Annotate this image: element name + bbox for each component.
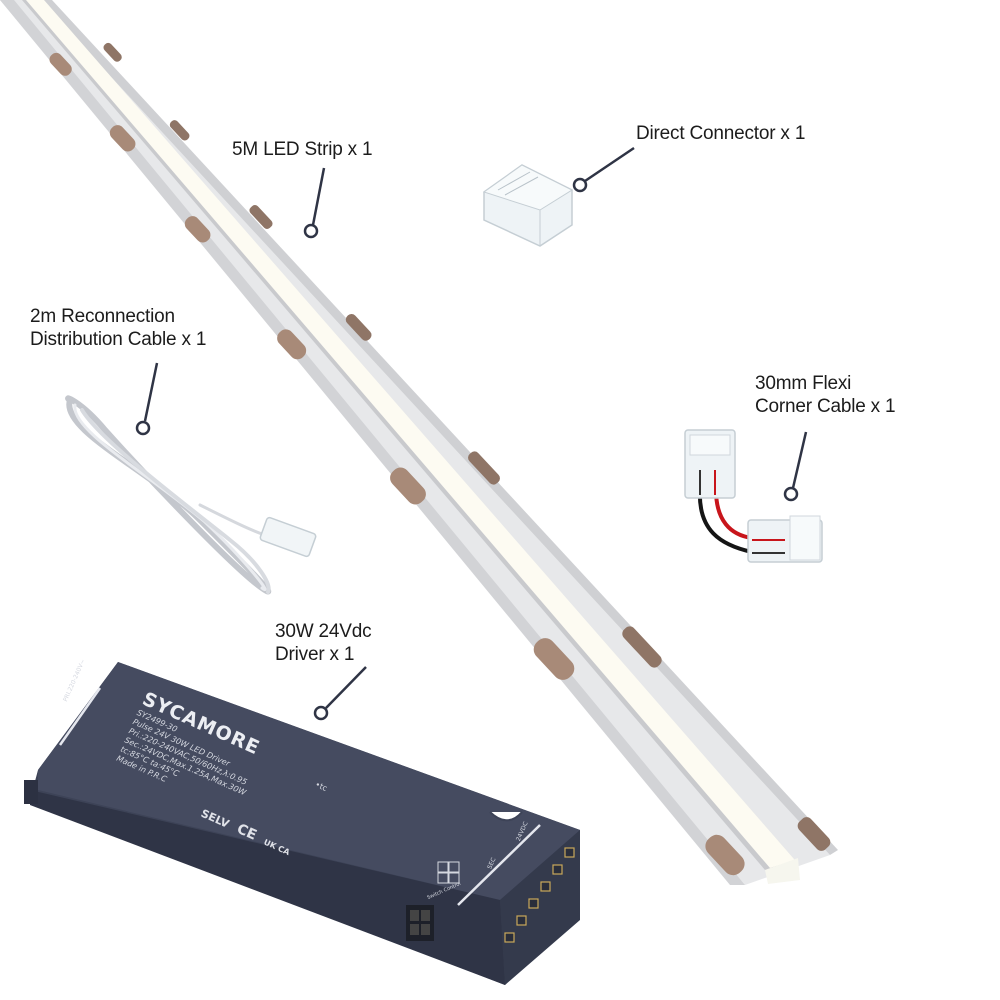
- callout-distribution-cable-line1: 2m Reconnection: [30, 306, 175, 327]
- callout-driver: 30W 24Vdc Driver x 1: [275, 620, 372, 666]
- callout-led-strip: 5M LED Strip x 1: [232, 138, 373, 161]
- corner-cable-image: [684, 429, 823, 563]
- led-strip-image: [0, 0, 838, 885]
- driver-image: [24, 662, 580, 985]
- callout-direct-connector: Direct Connector x 1: [636, 122, 805, 145]
- callout-corner-cable: 30mm Flexi Corner Cable x 1: [755, 372, 896, 418]
- distribution-cable-image: [65, 395, 317, 595]
- callout-lines: [135, 146, 808, 721]
- direct-connector-image: [482, 164, 574, 247]
- callout-corner-cable-line2: Corner Cable x 1: [755, 396, 896, 417]
- callout-corner-cable-line1: 30mm Flexi: [755, 373, 852, 394]
- callout-led-strip-text: 5M LED Strip x 1: [232, 139, 373, 160]
- callout-driver-line1: 30W 24Vdc: [275, 621, 372, 642]
- callout-distribution-cable: 2m Reconnection Distribution Cable x 1: [30, 305, 206, 351]
- callout-distribution-cable-line2: Distribution Cable x 1: [30, 329, 207, 350]
- callout-direct-connector-text: Direct Connector x 1: [636, 123, 806, 144]
- callout-driver-line2: Driver x 1: [275, 644, 355, 665]
